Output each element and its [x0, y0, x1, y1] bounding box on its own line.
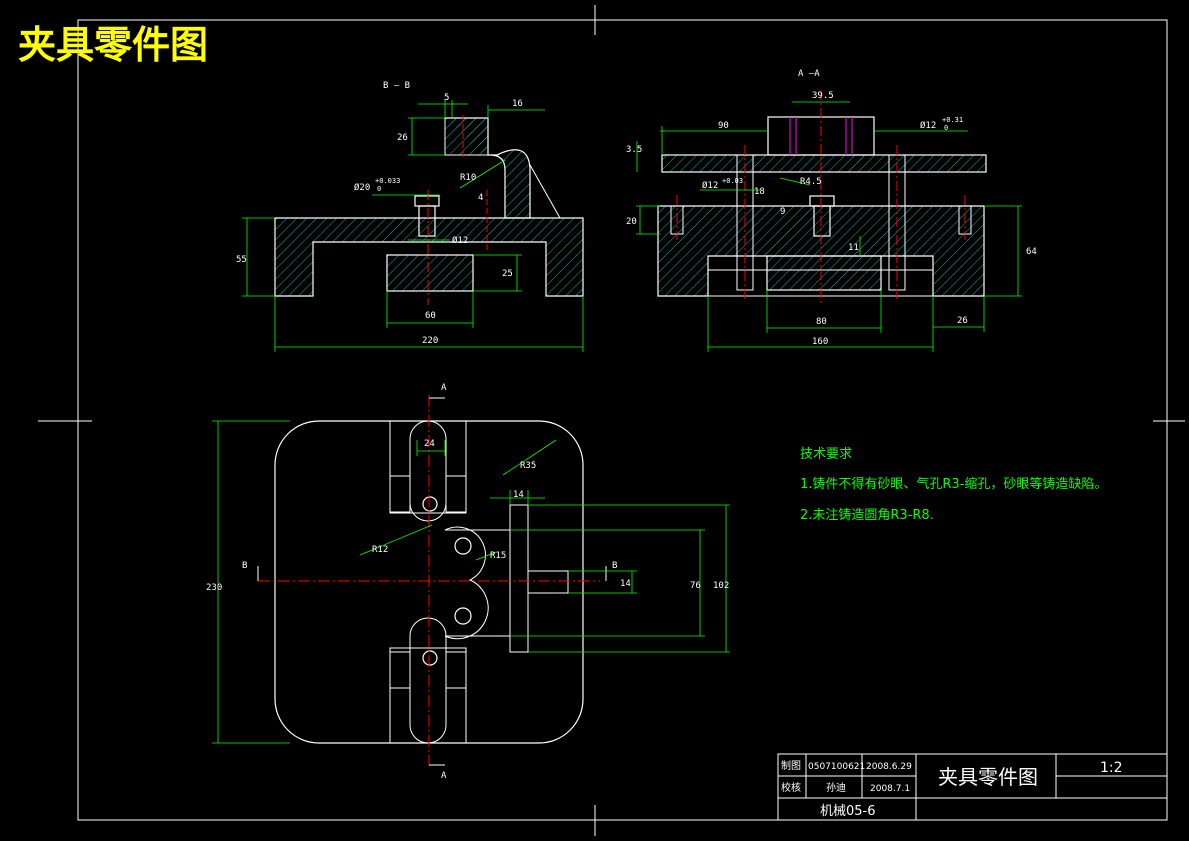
bb-dim-phi20: Ø20 — [354, 182, 370, 193]
plan-marker-a-bottom: A — [441, 771, 447, 781]
aa-dim-90: 90 — [718, 121, 729, 131]
aa-dim-80: 80 — [816, 317, 827, 327]
plan-dim-24: 24 — [424, 439, 435, 449]
aa-inner-block — [766, 255, 882, 291]
aa-dim-11: 11 — [848, 243, 859, 253]
aa-dim-phi12a-tol: +0.31 — [942, 116, 963, 124]
tb-drawn-date: 2008.6.29 — [866, 762, 912, 772]
aa-dim-39-5: 39.5 — [812, 91, 834, 101]
bb-pin — [414, 195, 440, 207]
plan-marker-a-top: A — [441, 383, 447, 393]
bb-dim-220: 220 — [422, 336, 438, 346]
aa-dim-20: 20 — [626, 217, 637, 227]
plan-dim-r15: R15 — [490, 551, 506, 561]
bb-dim-phi12: Ø12 — [452, 235, 468, 246]
bb-dim-25: 25 — [502, 269, 513, 279]
plan-view: A A B B 230 24 — [206, 383, 730, 781]
plan-dim-76: 76 — [690, 581, 701, 591]
plan-dim-14a: 14 — [513, 490, 524, 500]
bb-top-block — [444, 117, 489, 156]
drawing-title: 夹具零件图 — [18, 22, 208, 67]
aa-dim-26: 26 — [957, 316, 968, 326]
plan-marker-b-right: B — [612, 561, 617, 571]
tb-drawing-name: 夹具零件图 — [938, 765, 1038, 789]
bb-upright — [445, 117, 531, 219]
plan-marker-b-left: B — [242, 561, 247, 571]
aa-dim-phi12a-tol0: 0 — [944, 124, 948, 132]
aa-dim-r4-5: R4.5 — [800, 177, 822, 187]
tb-scale: 1:2 — [1100, 760, 1123, 776]
plan-dim-r12: R12 — [372, 545, 388, 555]
notes-line-1: 1.铸件不得有砂眼、气孔R3-缩孔，砂眼等铸造缺陷。 — [800, 476, 1107, 492]
section-bb-label: B — B — [383, 81, 410, 91]
notes-line-2: 2.未注铸造圆角R3-R8. — [800, 507, 934, 523]
plan-dim-r35: R35 — [520, 461, 536, 471]
bb-dim-phi20-tol0: 0 — [377, 185, 381, 193]
sheet-frame — [38, 5, 1185, 836]
aa-dim-phi12a: Ø12 — [920, 120, 936, 131]
bb-base-body — [274, 217, 584, 297]
aa-dim-64: 64 — [1026, 247, 1037, 257]
tb-check-label: 校核 — [781, 781, 801, 794]
bb-dim-16: 16 — [512, 99, 523, 109]
bb-dim-5: 5 — [444, 93, 449, 103]
bb-dim-26: 26 — [397, 133, 408, 143]
aa-top-plate — [661, 154, 987, 173]
bb-dim-phi20-tol: +0.033 — [375, 177, 400, 185]
technical-notes: 技术要求 1.铸件不得有砂眼、气孔R3-缩孔，砂眼等铸造缺陷。 2.未注铸造圆角… — [800, 447, 1107, 523]
tb-drawn-id: 0507100621 — [808, 762, 865, 772]
aa-base-body — [657, 205, 985, 297]
title-block — [777, 753, 1168, 821]
bb-dim-60: 60 — [425, 311, 436, 321]
bb-dim-4: 4 — [478, 193, 483, 203]
tb-check-date: 2008.7.1 — [870, 784, 910, 794]
section-aa-label: A —A — [798, 69, 820, 79]
aa-dim-phi12b: Ø12 — [702, 180, 718, 191]
aa-dim-9: 9 — [780, 207, 785, 217]
section-bb-view: B — B — [236, 81, 584, 352]
plan-dim-14b: 14 — [620, 579, 631, 589]
aa-dim-160: 160 — [812, 337, 828, 347]
bb-dim-r10: R10 — [460, 173, 476, 183]
aa-dim-3-5: 3.5 — [626, 145, 642, 155]
notes-heading: 技术要求 — [800, 447, 852, 462]
plan-dim-102: 102 — [713, 581, 729, 591]
plan-dim-230: 230 — [206, 583, 222, 593]
tb-check-name: 孙迪 — [826, 781, 846, 794]
aa-dim-18: 18 — [754, 187, 765, 197]
bb-dim-55: 55 — [236, 255, 247, 265]
aa-dim-phi12b-tol: +0.03 — [722, 177, 743, 185]
tb-class-code: 机械05-6 — [820, 804, 876, 819]
bb-inner-block — [386, 254, 474, 292]
tb-drawn-label: 制图 — [781, 759, 801, 772]
section-aa-view: A —A — [626, 69, 1037, 352]
